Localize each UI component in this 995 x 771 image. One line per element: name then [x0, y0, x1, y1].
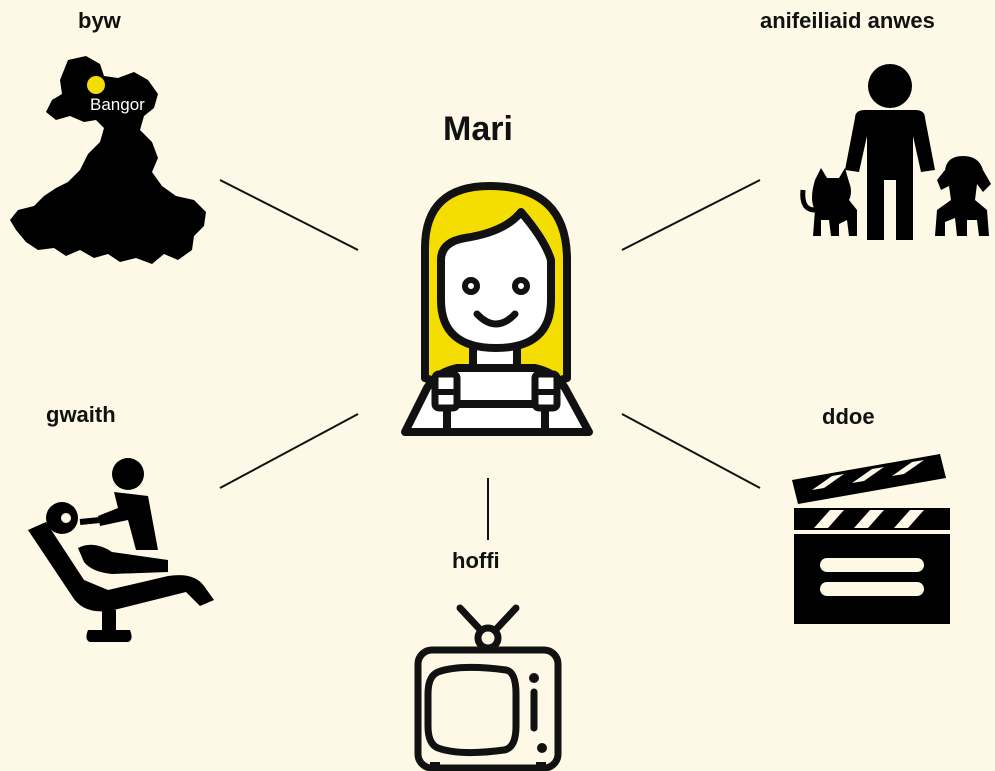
clapperboard-icon: [792, 454, 950, 624]
woman-overalls-icon: [401, 182, 593, 436]
connector-work: [219, 413, 359, 489]
topic-label-likes: hoffi: [452, 548, 500, 573]
topic-label-work: gwaith: [46, 402, 116, 427]
person-name: Mari: [443, 110, 513, 148]
television-icon: [414, 604, 562, 771]
connector-lives: [219, 179, 359, 251]
topic-label-lives: byw: [78, 8, 121, 33]
topic-label-past: ddoe: [822, 404, 875, 429]
topic-label-pets: anifeiliaid anwes: [760, 8, 935, 33]
wales-map-icon: [10, 56, 206, 264]
connector-pets: [621, 179, 761, 251]
place-label-bangor: Bangor: [90, 95, 145, 114]
dentist-chair-icon: [28, 458, 214, 642]
connector-past: [621, 413, 761, 489]
person-cat-dog-icon: [800, 64, 991, 240]
